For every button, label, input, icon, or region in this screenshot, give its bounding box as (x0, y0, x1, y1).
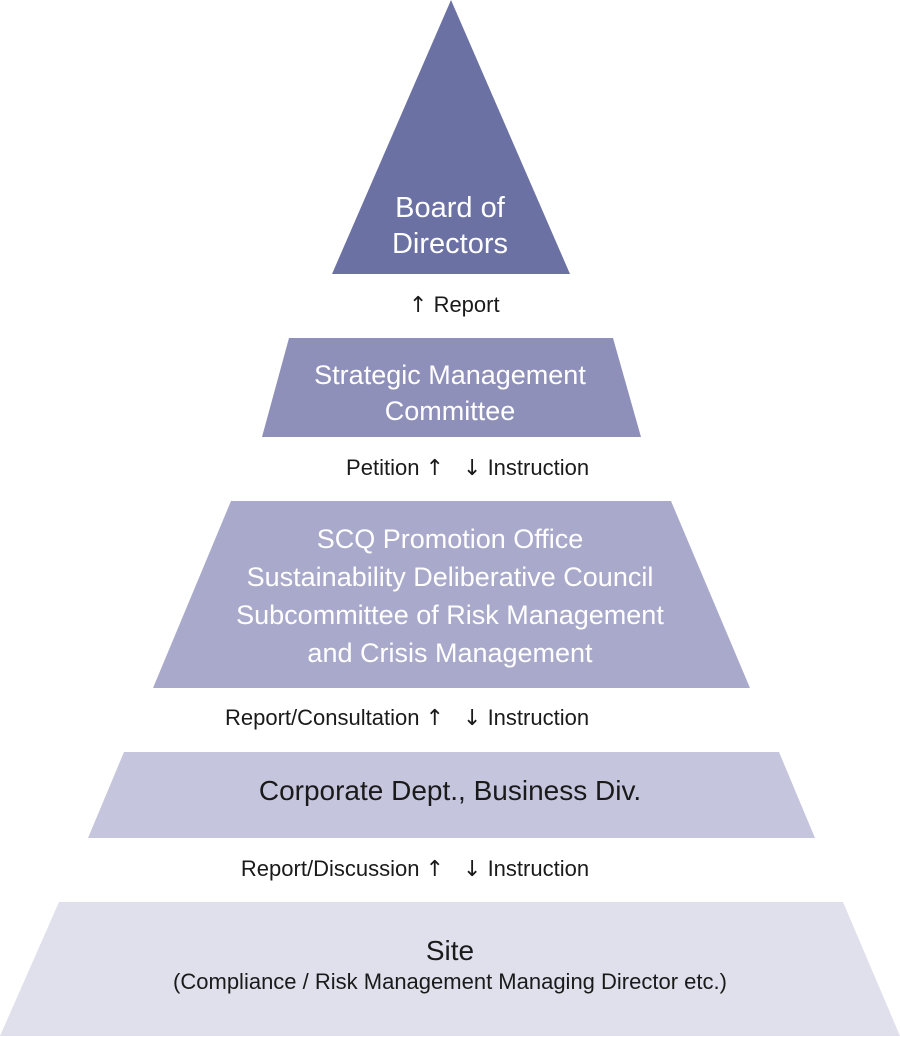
connector-2-down: ↓ Instruction (463, 454, 589, 483)
connector-2-up: Petition ↑ (346, 454, 444, 483)
connector-4-up: Report/Discussion ↑ (241, 855, 444, 884)
level-strategic-management-committee: Strategic Management Committee (0, 357, 900, 429)
level-board-of-directors-shape (332, 0, 570, 274)
level-3-line-3: Subcommittee of Risk Management (236, 600, 664, 630)
connector-4-up-label: Report/Discussion (240, 856, 420, 881)
connector-3-down-label: Instruction (487, 705, 590, 730)
up-arrow-icon: ↑ (425, 706, 444, 731)
level-site-shape (0, 902, 900, 1036)
connector-2-down-label: Instruction (487, 455, 590, 480)
level-board-of-directors: Board of Directors (0, 190, 900, 262)
connector-2-up-label: Petition (346, 455, 420, 480)
level-corporate-dept-shape (88, 752, 815, 838)
down-arrow-icon: ↓ (463, 857, 482, 882)
level-site-title: Site (0, 933, 900, 969)
connector-report: ↑ Report (409, 291, 500, 320)
level-3-line-4: and Crisis Management (307, 638, 593, 668)
up-arrow-icon: ↑ (425, 857, 444, 882)
level-3-line-1: SCQ Promotion Office (316, 524, 584, 554)
level-1-line-1: Board of (395, 192, 505, 224)
level-scq-promotion-office-shape (153, 501, 750, 688)
level-2-line-1: Strategic Management (314, 360, 586, 390)
up-arrow-icon: ↑ (425, 456, 444, 481)
level-corporate-dept: Corporate Dept., Business Div. (0, 771, 900, 811)
level-5-line-1: Site (425, 935, 475, 966)
level-scq-promotion-office: SCQ Promotion Office Sustainability Deli… (0, 520, 900, 672)
connector-3-up-label: Report/Consultation (224, 705, 420, 730)
level-2-line-2: Committee (384, 396, 516, 426)
level-4-line-1: Corporate Dept., Business Div. (258, 775, 642, 806)
level-site-subtitle: (Compliance / Risk Management Managing D… (0, 967, 900, 997)
level-3-line-2: Sustainability Deliberative Council (246, 562, 654, 592)
connector-1-up-label: Report (433, 292, 500, 317)
down-arrow-icon: ↓ (463, 706, 482, 731)
connector-3-up: Report/Consultation ↑ (225, 704, 444, 733)
level-1-line-2: Directors (391, 228, 508, 260)
down-arrow-icon: ↓ (463, 456, 482, 481)
connector-4-down-label: Instruction (487, 856, 590, 881)
connector-3-down: ↓ Instruction (463, 704, 589, 733)
connector-4-down: ↓ Instruction (463, 855, 589, 884)
up-arrow-icon: ↑ (409, 293, 428, 318)
level-5-line-2: (Compliance / Risk Management Managing D… (173, 969, 727, 994)
level-strategic-management-committee-shape (262, 338, 641, 437)
